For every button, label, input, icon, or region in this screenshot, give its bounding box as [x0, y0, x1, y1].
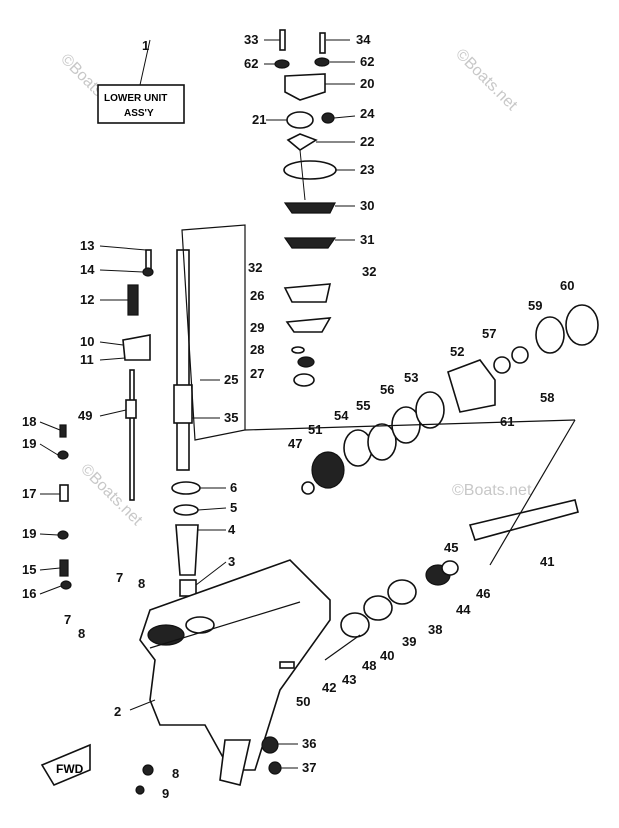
callout-26: 26 — [250, 288, 264, 303]
callout-35: 35 — [224, 410, 238, 425]
callout-41: 41 — [540, 554, 554, 569]
callout-31: 31 — [360, 232, 374, 247]
callout-61: 61 — [500, 414, 514, 429]
callout-62: 62 — [360, 54, 374, 69]
callout-58: 58 — [540, 390, 554, 405]
callout-55: 55 — [356, 398, 370, 413]
callout-18: 18 — [22, 414, 36, 429]
callout-43: 43 — [342, 672, 356, 687]
callout-10: 10 — [80, 334, 94, 349]
watermark: ©Boats.net — [452, 46, 521, 115]
callout-12: 12 — [80, 292, 94, 307]
title-line1: LOWER UNIT — [104, 93, 167, 104]
callout-5: 5 — [230, 500, 237, 515]
callout-23: 23 — [360, 162, 374, 177]
callout-38: 38 — [428, 622, 442, 637]
callout-27: 27 — [250, 366, 264, 381]
callout-13: 13 — [80, 238, 94, 253]
callout-21: 21 — [252, 112, 266, 127]
callout-2: 2 — [114, 704, 121, 719]
callout-7: 7 — [64, 612, 71, 627]
callout-37: 37 — [302, 760, 316, 775]
callout-30: 30 — [360, 198, 374, 213]
callout-39: 39 — [402, 634, 416, 649]
callout-6: 6 — [230, 480, 237, 495]
callout-49: 49 — [78, 408, 92, 423]
callout-32: 32 — [362, 264, 376, 279]
callout-46: 46 — [476, 586, 490, 601]
callout-9: 9 — [162, 786, 169, 801]
callout-45: 45 — [444, 540, 458, 555]
callout-8: 8 — [138, 576, 145, 591]
callout-62: 62 — [244, 56, 258, 71]
callout-44: 44 — [456, 602, 471, 617]
title-line2: ASS'Y — [124, 108, 154, 119]
watermark: ©Boats.net — [452, 482, 532, 499]
callout-19: 19 — [22, 526, 36, 541]
callout-60: 60 — [560, 278, 574, 293]
callout-32: 32 — [248, 260, 262, 275]
shift-rod-assembly — [57, 249, 154, 590]
watermark: ©Boats.net — [77, 461, 146, 530]
callout-28: 28 — [250, 342, 264, 357]
callout-36: 36 — [302, 736, 316, 751]
callout-54: 54 — [334, 408, 349, 423]
callout-8: 8 — [172, 766, 179, 781]
leader-lines — [39, 39, 356, 769]
callout-7: 7 — [116, 570, 123, 585]
prop-shaft-assembly — [135, 304, 599, 795]
lower-casing — [139, 559, 331, 786]
callout-48: 48 — [362, 658, 376, 673]
callout-29: 29 — [250, 320, 264, 335]
callout-15: 15 — [22, 562, 36, 577]
callout-20: 20 — [360, 76, 374, 91]
callout-56: 56 — [380, 382, 394, 397]
callout-51: 51 — [308, 422, 322, 437]
callout-42: 42 — [322, 680, 336, 695]
bearing-stack — [171, 481, 201, 597]
callout-16: 16 — [22, 586, 36, 601]
water-pump-assembly — [274, 29, 337, 387]
callout-3: 3 — [228, 554, 235, 569]
callout-34: 34 — [356, 32, 371, 47]
callout-47: 47 — [288, 436, 302, 451]
callout-57: 57 — [482, 326, 496, 341]
callout-17: 17 — [22, 486, 36, 501]
title-box: LOWER UNIT ASS'Y — [97, 39, 185, 124]
callout-33: 33 — [244, 32, 258, 47]
callouts: 1 2 3 4 5 6 7 7 8 8 8 9 10 11 12 13 14 1… — [22, 32, 574, 801]
callout-59: 59 — [528, 298, 542, 313]
callout-19: 19 — [22, 436, 36, 451]
callout-1: 1 — [142, 38, 149, 53]
callout-8: 8 — [78, 626, 85, 641]
callout-50: 50 — [296, 694, 310, 709]
callout-4: 4 — [228, 522, 236, 537]
callout-40: 40 — [380, 648, 394, 663]
callout-11: 11 — [80, 352, 94, 367]
fwd-label: FWD — [56, 762, 84, 776]
callout-22: 22 — [360, 134, 374, 149]
callout-14: 14 — [80, 262, 95, 277]
drive-shaft — [173, 224, 246, 471]
callout-24: 24 — [360, 106, 375, 121]
callout-53: 53 — [404, 370, 418, 385]
callout-25: 25 — [224, 372, 238, 387]
fwd-arrow: FWD — [40, 743, 91, 787]
callout-52: 52 — [450, 344, 464, 359]
